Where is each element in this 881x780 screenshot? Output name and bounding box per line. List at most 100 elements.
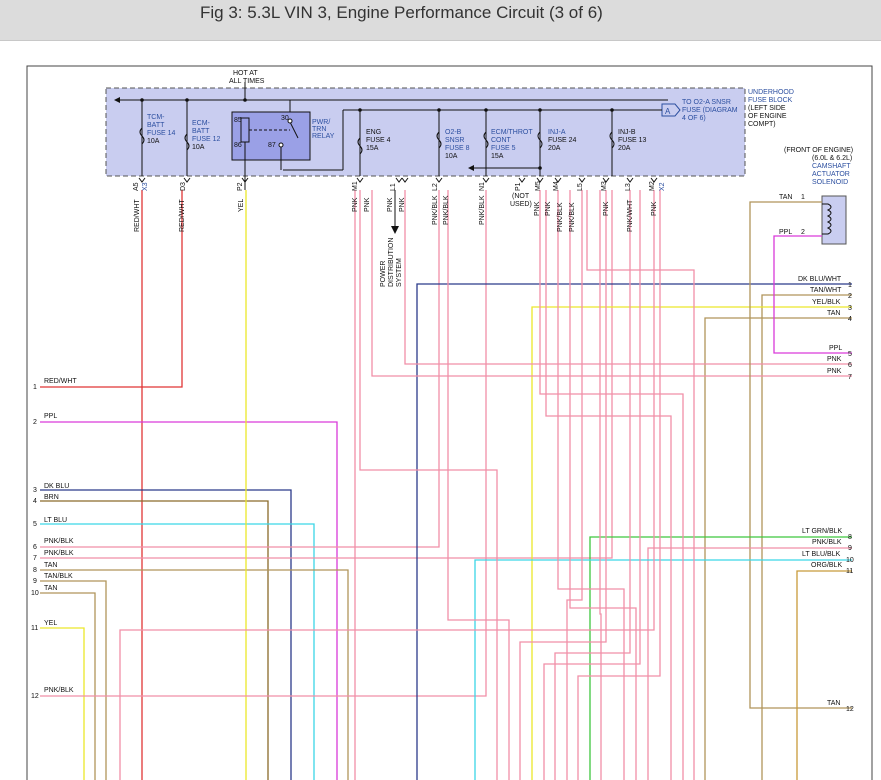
wire-pnk-r9-extra bbox=[599, 190, 602, 780]
wire-pnk-m5 bbox=[539, 190, 684, 780]
wire-ppl-2 bbox=[40, 421, 338, 780]
diagram-label: INJ-B bbox=[618, 129, 636, 136]
diagram-label: POWER bbox=[380, 261, 387, 287]
diagram-label: 8 bbox=[848, 534, 852, 541]
diagram-label: RELAY bbox=[312, 133, 335, 140]
diagram-label: COMPT) bbox=[748, 121, 776, 128]
wire-dk-blu-3 bbox=[40, 489, 292, 780]
diagram-label: DISTRIBUTION bbox=[388, 238, 395, 287]
diagram-label: PNK/BLK bbox=[569, 202, 576, 232]
diagram-label: 12 bbox=[846, 706, 854, 713]
diagram-label: 7 bbox=[848, 374, 852, 381]
diagram-label: 4 bbox=[848, 316, 852, 323]
o2-ref-flag bbox=[661, 103, 681, 117]
diagram-label: 11 bbox=[31, 625, 38, 632]
diagram-label: FUSE (DIAGRAM bbox=[682, 107, 738, 114]
wire-pnk-loop-2 bbox=[447, 190, 510, 780]
diagram-label: PNK/BLK bbox=[44, 538, 74, 545]
diagram-label: 2 bbox=[33, 419, 37, 426]
wire-pnk-m2 bbox=[119, 190, 655, 780]
diagram-label: LT BLU bbox=[44, 517, 67, 524]
diagram-label: 4 bbox=[33, 498, 37, 505]
diagram-label: A bbox=[665, 107, 671, 116]
figure-title: Fig 3: 5.3L VIN 3, Engine Performance Ci… bbox=[200, 3, 603, 22]
wire-pnk-blk-6 bbox=[40, 190, 440, 548]
diagram-label: N1 bbox=[479, 182, 486, 191]
diagram-label: 3 bbox=[848, 305, 852, 312]
diagram-label: PNK bbox=[545, 201, 552, 216]
diagram-label: SNSR bbox=[445, 137, 464, 144]
diagram-label: BATT bbox=[192, 128, 210, 135]
diagram-label: (6.0L & 6.2L) bbox=[812, 155, 852, 162]
left-connector: 1 RED/WHT 2 PPL 3 DK BLU 4 BRN 5 LT BLU … bbox=[31, 378, 77, 700]
diagram-label: (LEFT SIDE bbox=[748, 105, 786, 112]
wire-brn-4 bbox=[40, 500, 269, 780]
diagram-label: 1 bbox=[848, 282, 852, 289]
diagram-frame bbox=[26, 65, 873, 780]
camshaft-actuator-solenoid: (FRONT OF ENGINE) (6.0L & 6.2L) CAMSHAFT… bbox=[779, 147, 853, 245]
diagram-label: PNK bbox=[827, 356, 842, 363]
wire-lt-blu-blk-r10 bbox=[474, 559, 852, 780]
underhood-fuse-block: A bbox=[105, 82, 746, 190]
wire-pnk-m3 bbox=[519, 190, 607, 780]
diagram-label: PNK bbox=[352, 197, 359, 212]
diagram-label: TAN bbox=[44, 562, 57, 569]
diagram-label: ENG bbox=[366, 129, 381, 136]
diagram-label: PNK/BLK bbox=[44, 687, 74, 694]
wire-color-labels: RED/WHT RED/WHT YEL PNK PNK PNK PNK PNK/… bbox=[134, 195, 658, 232]
wire-pnk-m2b bbox=[543, 190, 641, 780]
diagram-label: RED/WHT bbox=[134, 199, 141, 232]
diagram-label: DK BLU bbox=[44, 483, 69, 490]
diagram-label: PNK/BLK bbox=[443, 195, 450, 225]
diagram-label: TAN bbox=[779, 194, 792, 201]
diagram-label: 20A bbox=[618, 145, 631, 152]
right-connector-a: DK BLU/WHT 1 TAN/WHT 2 YEL/BLK 3 TAN 4 P… bbox=[798, 276, 852, 381]
diagram-label: PNK/BLK bbox=[812, 539, 842, 546]
diagram-label: SYSTEM bbox=[396, 258, 403, 287]
diagram-label: 20A bbox=[548, 145, 561, 152]
wire-pnk-blk-r9 bbox=[647, 547, 852, 780]
diagram-label: A5 bbox=[133, 182, 140, 191]
wire-pnk-loop-1 bbox=[359, 190, 498, 780]
diagram-label: 85 bbox=[234, 117, 242, 124]
diagram-label: PNK bbox=[827, 368, 842, 375]
diagram-label: M4 bbox=[553, 181, 560, 191]
fuse-block-labels: HOT AT ALL TIMES UNDERHOOD FUSE BLOCK (L… bbox=[147, 70, 794, 160]
diagram-label: YEL bbox=[238, 199, 245, 212]
diagram-label: TO O2-A SNSR bbox=[682, 99, 731, 106]
diagram-label: HOT AT bbox=[233, 70, 258, 77]
diagram-label: 2 bbox=[801, 229, 805, 236]
diagram-label: P2 bbox=[237, 182, 244, 191]
diagram-label: ACTUATOR bbox=[812, 171, 850, 178]
annotations: (NOT USED) POWER DISTRIBUTION SYSTEM bbox=[380, 193, 532, 287]
connector-pin-labels: A5 X3 D3 P2 M1 L1 L2 N1 P1 M5 M4 L5 M3 L… bbox=[133, 181, 666, 191]
diagram-label: TAN bbox=[827, 310, 840, 317]
diagram-label: 1 bbox=[33, 384, 37, 391]
wire-tan-blk-9 bbox=[40, 580, 107, 780]
wire-tan-10 bbox=[40, 592, 96, 780]
diagram-label: PNK bbox=[399, 197, 406, 212]
diagram-label: ORG/BLK bbox=[811, 562, 842, 569]
diagram-label: (NOT bbox=[512, 193, 530, 200]
diagram-label: YEL/BLK bbox=[812, 299, 841, 306]
diagram-label: LT BLU/BLK bbox=[802, 551, 841, 558]
diagram-label: M2 bbox=[649, 181, 656, 191]
diagram-label: PPL bbox=[44, 413, 57, 420]
diagram-label: CONT bbox=[491, 137, 512, 144]
diagram-label: 15A bbox=[491, 153, 504, 160]
diagram-label: DK BLU/WHT bbox=[798, 276, 842, 283]
diagram-label: FUSE 5 bbox=[491, 145, 516, 152]
diagram-label: 3 bbox=[33, 487, 37, 494]
wire-pnk-blk-m4 bbox=[557, 190, 625, 780]
diagram-label: ECM- bbox=[192, 120, 211, 127]
diagram-label: 10A bbox=[445, 153, 458, 160]
diagram-label: PPL bbox=[829, 345, 842, 352]
wire-lt-grn-blk-r8 bbox=[589, 536, 852, 780]
diagram-label: M3 bbox=[601, 181, 608, 191]
diagram-label: INJ-A bbox=[548, 129, 566, 136]
diagram-label: LT GRN/BLK bbox=[802, 528, 843, 535]
wire-lt-blu-5 bbox=[40, 523, 315, 780]
wire-pnk-wht-l3 bbox=[554, 190, 631, 780]
diagram-label: RED/WHT bbox=[44, 378, 77, 385]
